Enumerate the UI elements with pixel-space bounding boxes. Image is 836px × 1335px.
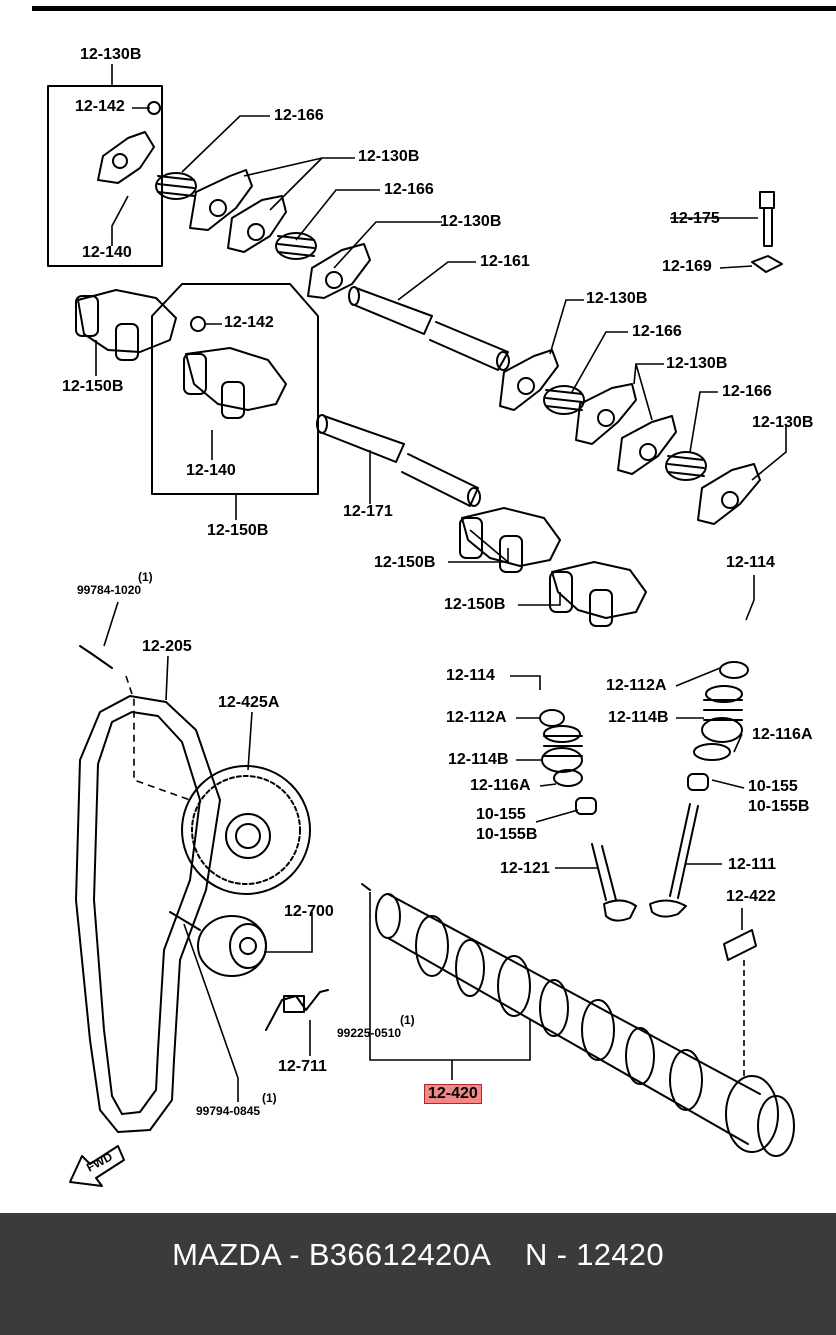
valve-12-111 — [649, 803, 699, 918]
label-12-422: 12-422 — [726, 888, 776, 905]
diagram-drawing — [47, 64, 795, 1187]
fwd-arrow-shape — [69, 1145, 125, 1187]
label-12-166: 12-166 — [384, 181, 434, 198]
label-12-116a: 12-116A — [752, 726, 813, 743]
washer-12-169 — [751, 255, 783, 273]
label-12-142: 12-142 — [224, 314, 274, 331]
rocker-arm-4 — [307, 243, 371, 299]
label-12-130b: 12-130B — [440, 213, 502, 230]
footer-bar: MAZDA - B36612420A N - 12420 — [0, 1213, 836, 1335]
label-12-112a: 12-112A — [446, 709, 507, 726]
timing-belt — [75, 695, 221, 1133]
rocker-arm-6 — [575, 383, 637, 445]
tensioner-spring — [265, 989, 329, 1031]
label-qty-99784: (1) — [138, 570, 153, 584]
camshaft — [375, 893, 795, 1157]
group-box-150b — [151, 283, 319, 495]
nut-12-142-b — [190, 316, 206, 332]
label-12-169: 12-169 — [662, 258, 712, 275]
bolt-99784 — [79, 645, 113, 669]
exploded-parts-diagram: 12-130B 12-142 12-166 12-130B 12-166 12-… — [47, 46, 814, 1187]
part-number-caption: MAZDA - B36612420A N - 12420 — [172, 1237, 664, 1272]
label-12-161: 12-161 — [480, 253, 530, 270]
label-10-155: 10-155 — [476, 806, 526, 823]
label-12-171: 12-171 — [343, 503, 393, 520]
rocker-arm-5 — [499, 349, 559, 411]
label-qty-99794: (1) — [262, 1091, 277, 1105]
lifter-assy-4 — [549, 561, 647, 627]
rocker-arm-1 — [97, 131, 155, 184]
label-12-114b: 12-114B — [448, 751, 509, 768]
seat-12-116a-b — [693, 743, 731, 761]
spring-left-1 — [155, 172, 197, 200]
label-12-150b: 12-150B — [444, 596, 506, 613]
label-12-166: 12-166 — [632, 323, 682, 340]
group-box-130b — [47, 85, 163, 267]
label-12-150b: 12-150B — [62, 378, 124, 395]
label-12-711: 12-711 — [278, 1058, 327, 1075]
seal-10-155-b — [687, 773, 709, 791]
label-12-130b: 12-130B — [358, 148, 420, 165]
label-12-116a: 12-116A — [470, 777, 531, 794]
label-12-150b: 12-150B — [374, 554, 436, 571]
lifter-assy-3 — [459, 507, 561, 573]
label-12-142: 12-142 — [75, 98, 125, 115]
retainer-12-112a-a — [539, 709, 565, 727]
label-12-205: 12-205 — [142, 638, 192, 655]
spring-12-114b-b — [701, 685, 743, 743]
label-99784-1020: 99784-1020 — [77, 583, 142, 597]
seat-12-116a-a — [553, 769, 583, 787]
tensioner-pulley — [197, 915, 267, 977]
rocker-arm-8 — [697, 463, 761, 525]
seal-10-155-a — [575, 797, 597, 815]
label-10-155b: 10-155B — [748, 798, 810, 815]
label-12-130b: 12-130B — [752, 414, 814, 431]
label-99794-0845: 99794-0845 — [196, 1104, 261, 1118]
label-12-130b: 12-130B — [586, 290, 648, 307]
bolt-12-175 — [759, 191, 775, 247]
label-12-111: 12-111 — [728, 856, 777, 873]
top-border-rule — [32, 6, 836, 11]
label-12-114: 12-114 — [446, 667, 495, 684]
rocker-arm-2 — [189, 169, 253, 231]
bolt-99794 — [169, 911, 201, 931]
spring-12-114b-a — [541, 725, 583, 773]
rocker-arm-3 — [227, 195, 287, 253]
spring-right-2 — [665, 451, 707, 481]
cam-pulley — [181, 765, 311, 895]
label-12-114: 12-114 — [726, 554, 775, 571]
label-12-166: 12-166 — [722, 383, 772, 400]
rocker-arm-7 — [617, 415, 677, 475]
label-12-112a: 12-112A — [606, 677, 667, 694]
label-99225-0510: 99225-0510 — [337, 1026, 402, 1040]
label-12-121: 12-121 — [500, 860, 550, 877]
rocker-shaft-lower — [316, 414, 481, 507]
label-qty-99225: (1) — [400, 1013, 415, 1027]
label-12-130b: 12-130B — [80, 46, 142, 63]
rocker-shaft-upper — [348, 286, 510, 371]
label-12-140: 12-140 — [82, 244, 132, 261]
label-10-155b: 10-155B — [476, 826, 538, 843]
spring-right-1 — [543, 385, 585, 415]
label-12-140: 12-140 — [186, 462, 236, 479]
label-12-150b: 12-150B — [207, 522, 269, 539]
label-12-175: 12-175 — [670, 210, 720, 227]
pin-99225 — [361, 883, 371, 891]
label-12-114b: 12-114B — [608, 709, 669, 726]
label-12-130b: 12-130B — [666, 355, 728, 372]
label-12-166: 12-166 — [274, 107, 324, 124]
retainer-12-112a-b — [719, 661, 749, 679]
spring-left-2 — [275, 232, 317, 260]
label-12-425a: 12-425A — [218, 694, 280, 711]
label-12-420-highlighted: 12-420 — [424, 1084, 482, 1104]
lifter-assy-2 — [183, 347, 287, 419]
valve-12-121 — [591, 843, 637, 922]
label-10-155: 10-155 — [748, 778, 798, 795]
lifter-assy-1 — [75, 289, 177, 361]
key-12-422 — [723, 929, 757, 961]
label-12-700: 12-700 — [284, 903, 334, 920]
